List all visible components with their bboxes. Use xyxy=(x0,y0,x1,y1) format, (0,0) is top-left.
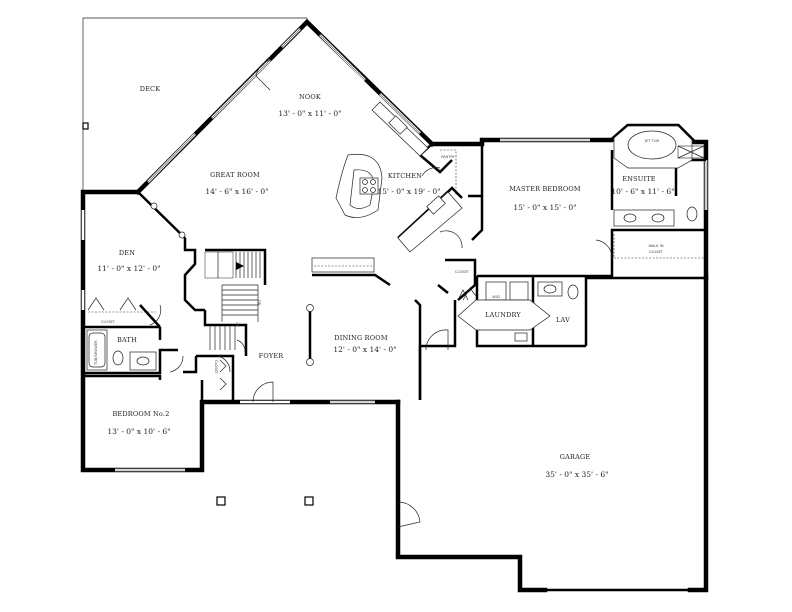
stair-up-label: UP xyxy=(235,322,239,328)
deck-label: DECK xyxy=(140,85,161,93)
lav-label: LAV xyxy=(556,316,570,324)
front-steps xyxy=(216,496,314,506)
jet-tub xyxy=(613,125,693,169)
den-closet-label: CLOSET xyxy=(101,320,116,324)
washer-dryer-label: W/D xyxy=(492,295,500,299)
den-closet-doors xyxy=(87,297,156,313)
den-dimension: 11' - 0" x 12' - 0" xyxy=(97,264,160,273)
dining-room-dimension: 12' - 0" x 14' - 0" xyxy=(333,345,396,354)
foyer-closet-doors xyxy=(219,359,227,391)
kitchen-island xyxy=(335,153,383,218)
ensuite-fixtures xyxy=(613,145,705,227)
walk-in-closet xyxy=(613,234,704,259)
toilet-icon xyxy=(686,206,698,222)
nook-dimension: 13' - 0" x 11' - 0" xyxy=(278,109,341,118)
walk-in-closet-label-1: WALK IN xyxy=(648,244,663,248)
laundry-fixtures xyxy=(457,281,551,342)
bath-toilet-icon xyxy=(112,350,124,366)
deck-post xyxy=(82,122,89,130)
lav-fixtures xyxy=(537,281,579,300)
great-room-label: GREAT ROOM xyxy=(210,171,260,179)
kitchen-label: KITCHEN xyxy=(388,172,422,180)
bath-fixtures xyxy=(86,329,157,371)
laundry-label: LAUNDRY xyxy=(485,311,521,319)
tub-shower-label: TUB/SHOWER xyxy=(94,340,98,366)
bedroom2-dimension: 13' - 0" x 10' - 6" xyxy=(107,427,170,436)
dryer-icon xyxy=(509,281,529,301)
master-bedroom-label: MASTER BEDROOM xyxy=(509,185,581,193)
lav-toilet-icon xyxy=(567,284,579,300)
bedroom2-label: BEDROOM No.2 xyxy=(112,410,169,418)
foyer-label: FOYER xyxy=(259,352,285,360)
windows xyxy=(81,28,708,472)
jet-tub-label: JET TUB xyxy=(644,139,659,143)
doors xyxy=(149,59,613,528)
foyer-closet-label: CLOSET xyxy=(214,360,218,375)
deck-area xyxy=(82,17,308,190)
hall-closet-label: CLOSET xyxy=(455,270,470,274)
ensuite-label: ENSUITE xyxy=(622,175,655,183)
ensuite-dimension: 10' - 6" x 11' - 6" xyxy=(611,187,674,196)
kitchen-counter xyxy=(371,101,463,253)
room-labels: DECK NOOK 13' - 0" x 11' - 0" GREAT ROOM… xyxy=(94,85,675,479)
stair-arrow-icon xyxy=(236,262,244,270)
master-bedroom-dimension: 15' - 0" x 15' - 0" xyxy=(513,203,576,212)
pantry-label: PANTRY xyxy=(441,155,456,159)
garage-dimension: 35' - 0" x 35' - 6" xyxy=(545,470,608,479)
kitchen-sink-icon xyxy=(426,195,446,215)
stairs: DN UP xyxy=(204,251,261,350)
garage-label: GARAGE xyxy=(560,453,591,461)
vanity-icon xyxy=(613,209,675,227)
kitchen-dimension: 15' - 0" x 19' - 0" xyxy=(377,187,440,196)
sink-icon xyxy=(388,115,408,135)
nook-label: NOOK xyxy=(299,93,321,101)
dining-buffet xyxy=(311,257,375,273)
hall-closet-doors xyxy=(457,287,477,301)
walk-in-closet-label-2: CLOSET xyxy=(649,250,664,254)
great-room-dimension: 14' - 6" x 16' - 0" xyxy=(205,187,268,196)
den-label: DEN xyxy=(119,249,135,257)
interior-walls xyxy=(83,140,706,402)
bath-label: BATH xyxy=(117,336,137,344)
dining-room-label: DINING ROOM xyxy=(334,334,388,342)
columns xyxy=(150,202,314,366)
stair-down-label: DN xyxy=(257,300,261,306)
